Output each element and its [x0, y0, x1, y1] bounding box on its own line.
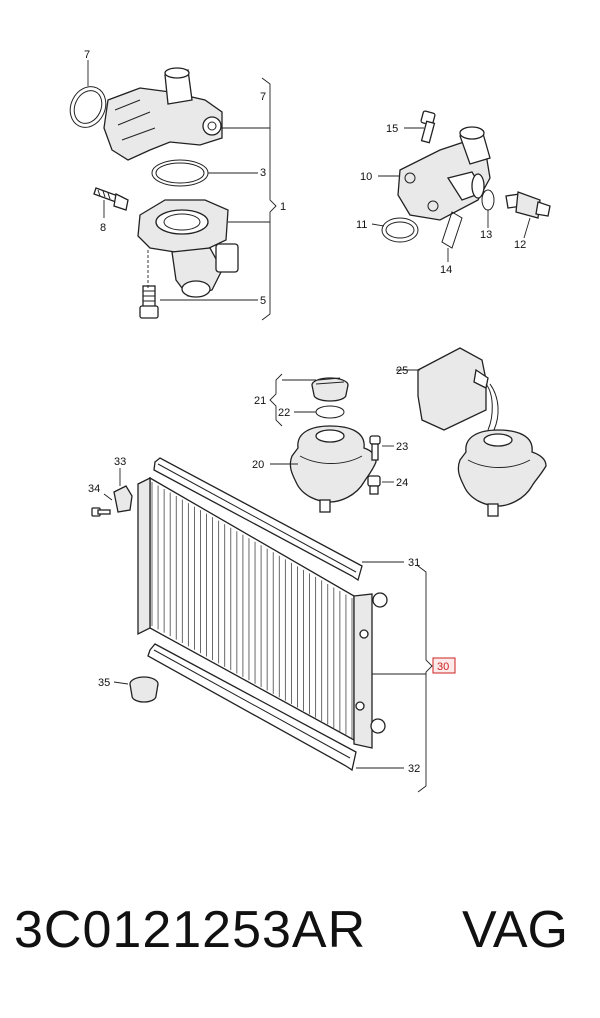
seal-ring-22: [315, 405, 345, 419]
callout-12: 12: [514, 239, 526, 251]
ring-13: [481, 189, 495, 211]
callout-1: 1: [280, 201, 286, 213]
callout-5: 5: [260, 295, 266, 307]
radiator-group: [91, 457, 456, 793]
callout-11: 11: [356, 219, 367, 231]
callout-22: 22: [278, 407, 290, 419]
coolant-bottle-25: [417, 347, 487, 431]
thermostat-housing-group: [69, 60, 277, 321]
callout-21: 21: [254, 395, 266, 407]
seal-3: [151, 159, 209, 187]
sensor-12: [505, 191, 551, 219]
callout-23: 23: [396, 441, 408, 453]
callout-13: 13: [480, 229, 492, 241]
callout-3: 3: [260, 167, 266, 179]
tank-right: [457, 429, 547, 507]
callout-15: 15: [386, 123, 398, 135]
coolant-fill-group: [396, 347, 547, 517]
radiator-fins: [151, 482, 353, 738]
bolt-15: [420, 110, 436, 144]
callout-20: 20: [252, 459, 264, 471]
o-ring-11: [381, 217, 419, 243]
callout-30-highlight: [432, 657, 456, 674]
callout-10: 10: [360, 171, 372, 183]
callout-7: 7: [260, 91, 266, 103]
cap-21: [311, 377, 349, 402]
mount-35: [129, 676, 159, 703]
callout-35: 35: [98, 677, 110, 689]
callout-24: 24: [396, 477, 408, 489]
coolant-flange-group: [371, 110, 551, 262]
brand-name: VAG: [462, 901, 568, 959]
callout-14: 14: [440, 264, 452, 276]
bolt-23: [369, 435, 381, 461]
callout-31: 31: [408, 557, 420, 569]
callout-8: 8: [100, 222, 106, 234]
bolt-8: [93, 187, 129, 211]
callout-34: 34: [88, 483, 100, 495]
expansion-tank-group: [269, 373, 394, 513]
callout-32: 32: [408, 763, 420, 775]
nut-24: [367, 475, 381, 495]
o-ring-7: [69, 86, 107, 128]
callout-25: 25: [396, 365, 408, 377]
mount-33: [113, 485, 133, 513]
part-number: 3C0121253AR: [14, 901, 367, 959]
bolt-5: [139, 285, 159, 319]
callout-30: 30: [437, 661, 449, 673]
tank-20: [289, 425, 377, 503]
callout-33: 33: [114, 456, 126, 468]
callout-labels: 7 7 3 1 8 5 15 10 11 13 12 14 25 21 22 2…: [84, 49, 526, 775]
screw-34: [91, 507, 111, 517]
clip-14: [441, 211, 463, 249]
callout-7-top: 7: [84, 49, 90, 61]
